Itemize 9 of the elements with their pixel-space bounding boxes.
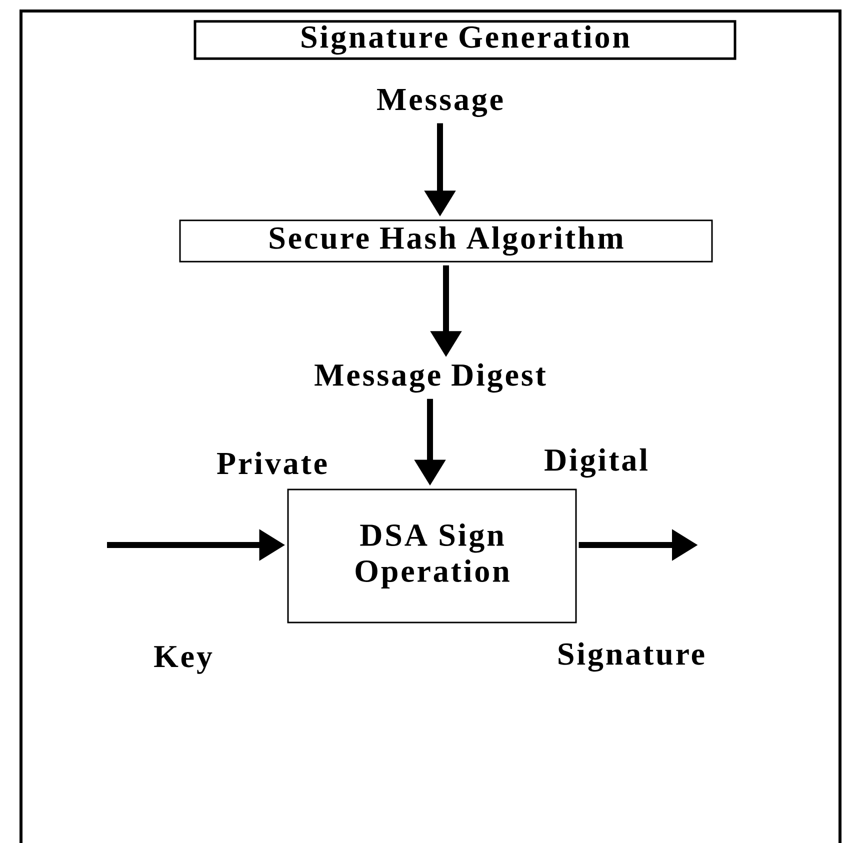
data-label: Message Digest bbox=[314, 363, 546, 393]
arrow-label: Key bbox=[154, 646, 212, 674]
arrow-label: Private bbox=[217, 452, 327, 474]
arrow-label: Digital bbox=[544, 448, 648, 478]
arrow-label: Signature bbox=[558, 642, 704, 672]
process-box: Secure Hash Algorithm bbox=[179, 220, 713, 262]
title-box: Signature Generation bbox=[194, 20, 736, 60]
data-label: Message bbox=[377, 89, 503, 117]
process-box: DSA Sign Operation bbox=[287, 488, 577, 624]
